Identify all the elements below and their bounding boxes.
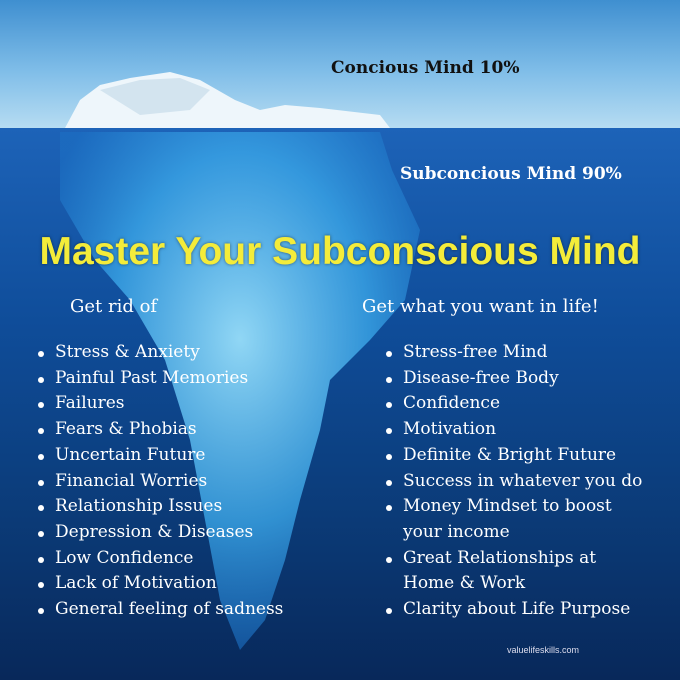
list-item: Financial Worries [37,469,283,495]
website-url: valuelifeskills.com [507,645,580,655]
list-item: Fears & Phobias [37,417,283,443]
iceberg-underwater [60,132,420,650]
get-rid-of-list: Stress & Anxiety Painful Past Memories F… [37,340,283,623]
list-item: Clarity about Life Purpose [385,597,642,623]
list-item-continuation: your income [403,521,510,542]
list-item: Low Confidence [37,546,283,572]
conscious-mind-label: Concious Mind 10% [331,58,520,78]
list-item: Lack of Motivation [37,571,283,597]
page-title: Master Your Subconscious Mind [39,230,641,273]
left-list-header: Get rid of [70,296,158,317]
list-item: Uncertain Future [37,443,283,469]
list-item: Confidence [385,391,642,417]
list-item: Stress-free Mind [385,340,642,366]
list-item: Relationship Issues [37,494,283,520]
list-item: Money Mindset to boost [385,494,642,520]
list-item: Disease-free Body [385,366,642,392]
list-item: Motivation [385,417,642,443]
right-list-header: Get what you want in life! [362,296,599,317]
list-item: Definite & Bright Future [385,443,642,469]
get-what-you-want-list: Stress-free Mind Disease-free Body Confi… [385,340,642,623]
list-item: Great Relationships at [385,546,642,572]
list-item-continuation: Home & Work [403,573,526,594]
list-item: Painful Past Memories [37,366,283,392]
list-item: General feeling of sadness [37,597,283,623]
list-item: Failures [37,391,283,417]
subconscious-mind-label: Subconcious Mind 90% [400,164,622,184]
list-item: Depression & Diseases [37,520,283,546]
list-item: Success in whatever you do [385,469,642,495]
iceberg-tip [65,72,390,128]
list-item: Stress & Anxiety [37,340,283,366]
